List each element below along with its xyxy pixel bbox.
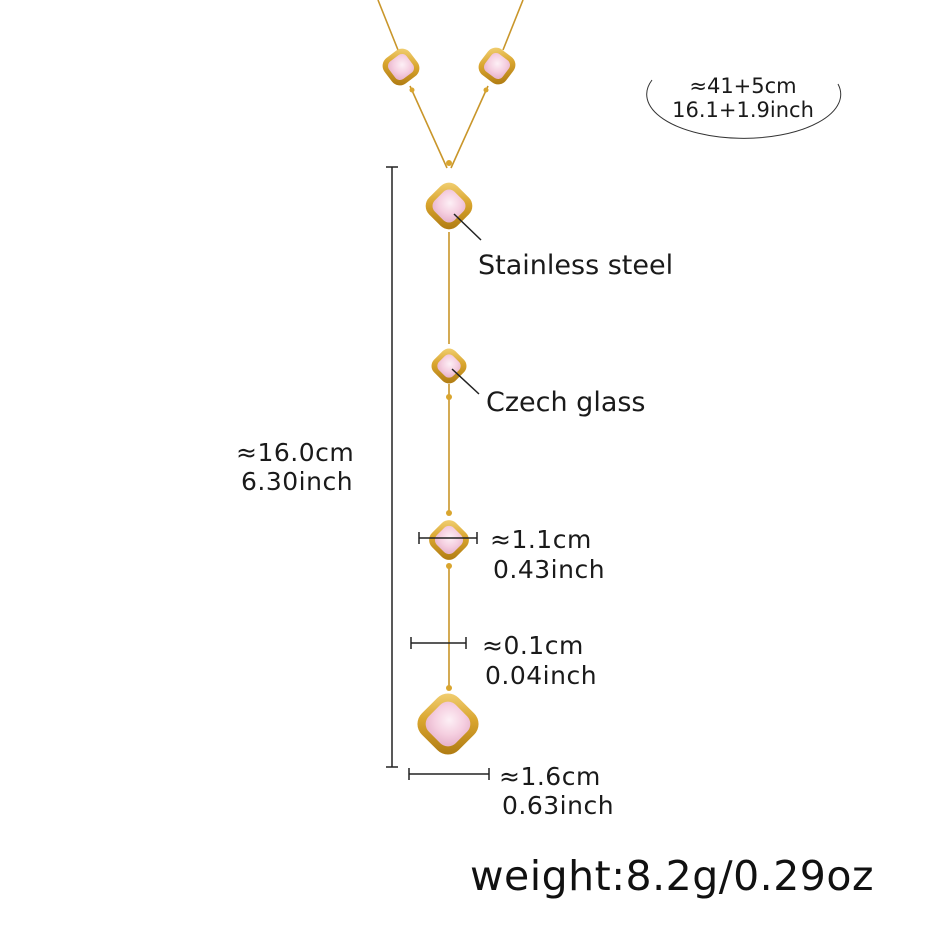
chain-width-cm: ≈0.1cm <box>482 631 584 660</box>
weight-label: weight:8.2g/0.29oz <box>470 852 874 900</box>
small-stone-width-cm: ≈1.1cm <box>490 525 592 554</box>
chain-width-inch: 0.04inch <box>485 661 598 690</box>
chain-right-upper <box>502 0 524 51</box>
chain-length-inch: 16.1+1.9inch <box>672 98 814 122</box>
material-leaders <box>451 213 482 395</box>
stone-lower-drop <box>429 520 469 560</box>
large-stone-width-cm: ≈1.6cm <box>499 762 601 791</box>
chain-length-cm: ≈41+5cm <box>689 74 797 98</box>
material-stone-label: Czech glass <box>486 387 646 418</box>
stone-top-drop <box>425 182 473 230</box>
chain-beads <box>409 87 489 691</box>
stone-upper-left <box>382 48 420 86</box>
stone-upper-right <box>478 47 516 85</box>
large-stone-width-inch: 0.63inch <box>502 791 615 820</box>
drop-length-inch: 6.30inch <box>241 467 354 496</box>
leader-stainless-steel <box>453 213 482 241</box>
chain-left-lower <box>409 85 448 169</box>
leader-czech-glass <box>451 368 480 395</box>
chain-right-lower <box>450 85 489 169</box>
width-markers <box>408 532 490 780</box>
small-stone-width-inch: 0.43inch <box>493 555 606 584</box>
chain-length-oval <box>646 79 842 139</box>
stone-pendant-large <box>417 693 479 755</box>
material-chain-label: Stainless steel <box>478 250 674 281</box>
drop-length-bracket <box>386 166 398 768</box>
chain <box>377 0 524 690</box>
drop-length-cm: ≈16.0cm <box>236 438 355 467</box>
chain-left-upper <box>377 0 399 51</box>
